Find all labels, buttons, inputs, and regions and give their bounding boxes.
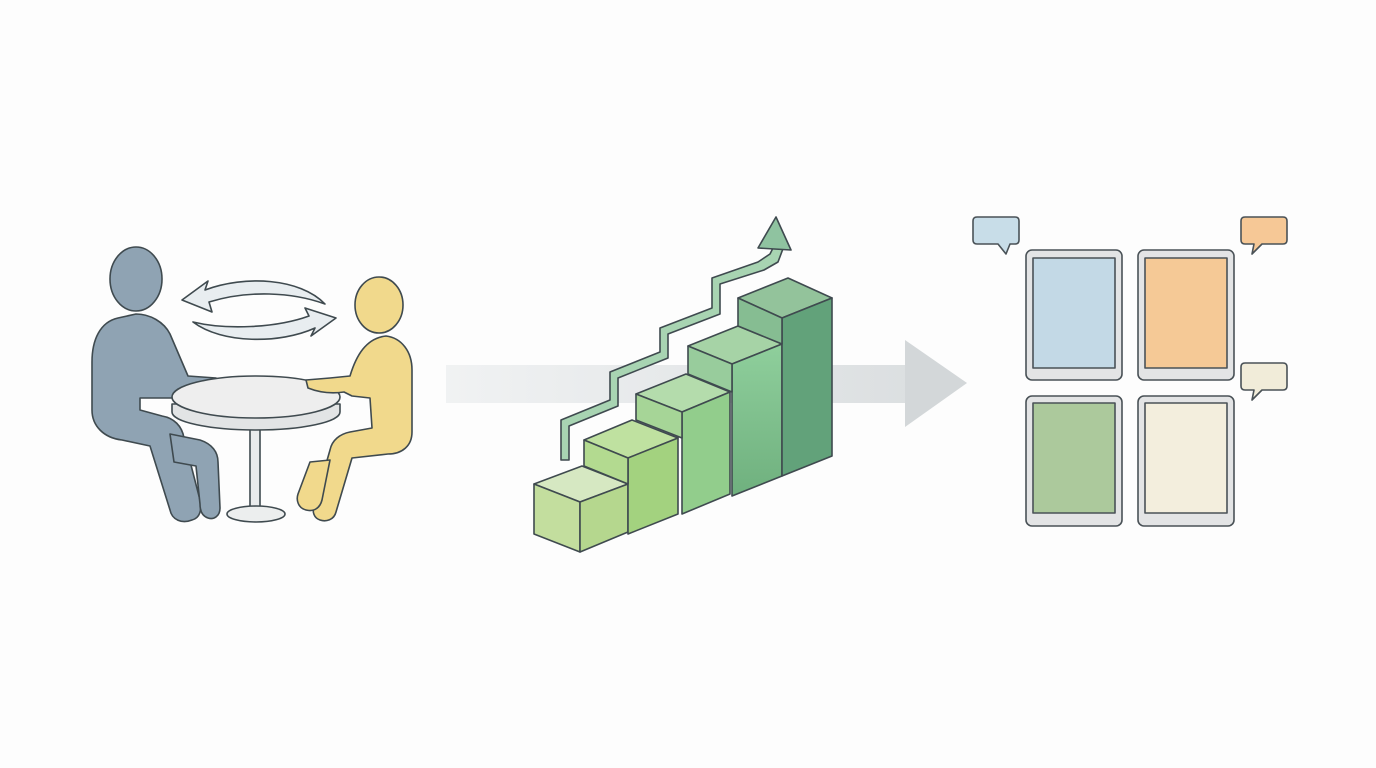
staircase-chart-icon xyxy=(533,216,833,553)
person-icon xyxy=(91,246,221,523)
tablet-icon xyxy=(1137,249,1235,381)
tablet-icon xyxy=(1025,395,1123,527)
person-icon xyxy=(296,276,413,522)
growth-arrow-icon xyxy=(560,216,792,461)
speech-bubble-icon xyxy=(972,216,1020,255)
table-icon xyxy=(171,375,341,523)
tablet-icon xyxy=(1137,395,1235,527)
exchange-arrows-icon xyxy=(181,280,337,341)
devices-group xyxy=(972,216,1288,527)
meeting-scene xyxy=(91,246,413,523)
tablet-icon xyxy=(1025,249,1123,381)
speech-bubble-icon xyxy=(1240,362,1288,401)
speech-bubble-icon xyxy=(1240,216,1288,255)
